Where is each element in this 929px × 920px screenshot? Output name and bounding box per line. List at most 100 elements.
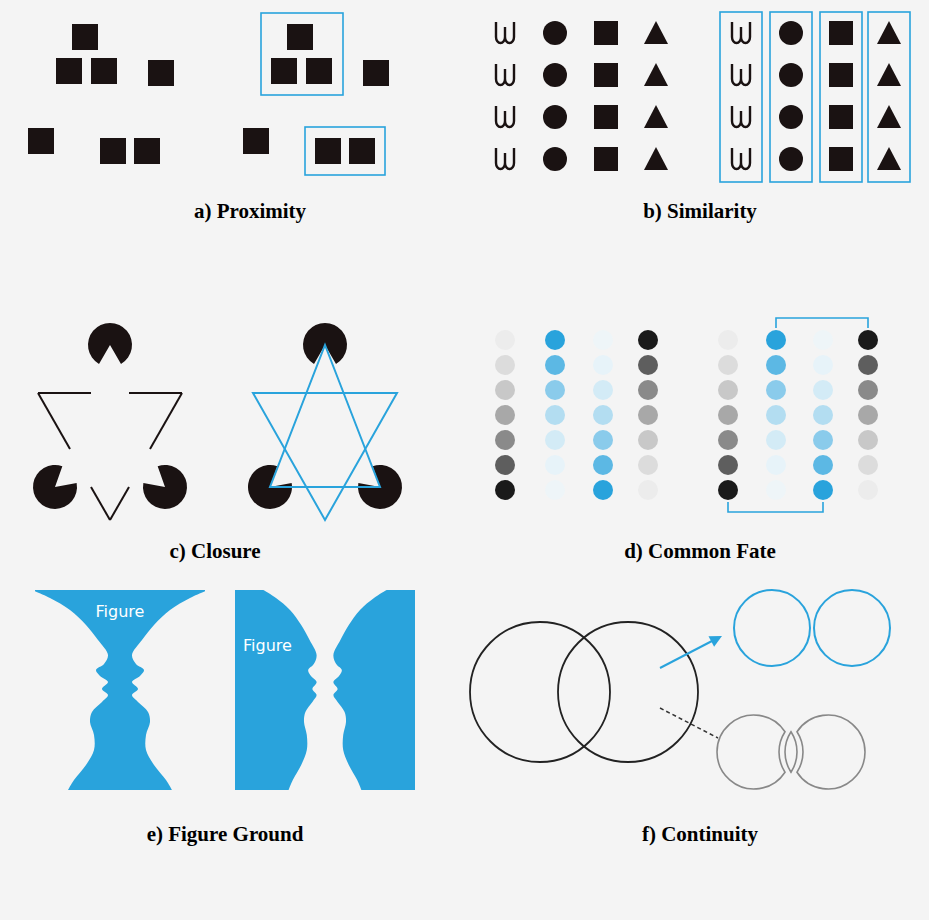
- faces-figure: Figure: [235, 590, 415, 790]
- fade-dot: [545, 330, 565, 350]
- triangle-symbol: [644, 147, 668, 170]
- fade-dot: [858, 405, 878, 425]
- separate-circle: [734, 590, 810, 666]
- fade-dot: [495, 455, 515, 475]
- kanizsa-figure: [248, 323, 402, 520]
- square-symbol: [829, 21, 853, 45]
- contour-line: [91, 487, 110, 520]
- fade-dot: [766, 330, 786, 350]
- fade-dot: [638, 480, 658, 500]
- dashed-leader: [660, 708, 718, 738]
- triangle-symbol: [877, 147, 901, 170]
- fade-dot: [495, 330, 515, 350]
- common-fate-dots: [495, 330, 878, 500]
- circle-symbol: [779, 105, 803, 129]
- fade-dot: [858, 430, 878, 450]
- separate-circle: [814, 590, 890, 666]
- triangle-symbol: [877, 63, 901, 86]
- square-dot: [271, 58, 297, 84]
- fade-dot: [638, 405, 658, 425]
- fade-dot: [718, 330, 738, 350]
- omega-symbol: [732, 148, 750, 169]
- fade-dot: [858, 480, 878, 500]
- continuity-figure: [470, 590, 890, 789]
- group-bracket: [776, 318, 868, 328]
- fade-dot: [593, 480, 613, 500]
- figure-fill: [35, 590, 205, 790]
- split-piece: [717, 715, 785, 789]
- square-dot: [100, 138, 126, 164]
- circle-symbol: [543, 147, 567, 171]
- fade-dot: [495, 405, 515, 425]
- figure-fill: [235, 590, 415, 790]
- kanizsa-figure: [33, 323, 187, 520]
- figure-label: Figure: [35, 602, 205, 621]
- fade-dot: [766, 430, 786, 450]
- fade-dot: [545, 480, 565, 500]
- omega-symbol: [732, 22, 750, 43]
- fade-dot: [813, 430, 833, 450]
- pacman-disc: [143, 465, 187, 509]
- fade-dot: [593, 355, 613, 375]
- fade-dot: [813, 405, 833, 425]
- fade-dot: [766, 355, 786, 375]
- square-symbol: [594, 63, 618, 87]
- pacman-disc: [88, 323, 132, 364]
- fade-dot: [593, 430, 613, 450]
- fade-dot: [495, 355, 515, 375]
- fade-dot: [718, 380, 738, 400]
- caption-slot: a) Proximity: [100, 199, 400, 224]
- fade-dot: [545, 355, 565, 375]
- square-dot: [243, 128, 269, 154]
- omega-symbol: [496, 22, 514, 43]
- fade-dot: [495, 380, 515, 400]
- fade-dot: [638, 430, 658, 450]
- fade-dot: [545, 380, 565, 400]
- fade-dot: [593, 330, 613, 350]
- split-piece: [797, 715, 865, 789]
- square-dot: [287, 24, 313, 50]
- square-dot: [306, 58, 332, 84]
- fade-dot: [766, 405, 786, 425]
- fade-dot: [545, 405, 565, 425]
- similarity-groups: [720, 12, 910, 182]
- fade-dot: [858, 355, 878, 375]
- group-frame: [820, 12, 862, 182]
- star-triangle: [253, 393, 397, 520]
- fade-dot: [813, 455, 833, 475]
- figure-shape: [235, 590, 415, 790]
- fade-dot: [718, 455, 738, 475]
- group-frame: [770, 12, 812, 182]
- pacman-disc: [33, 465, 77, 509]
- fade-dot: [718, 405, 738, 425]
- fade-dot: [718, 355, 738, 375]
- fade-dot: [593, 380, 613, 400]
- omega-symbol: [496, 148, 514, 169]
- contour-line: [150, 393, 182, 449]
- panel-caption: c) Closure: [169, 539, 260, 563]
- figure-label: Figure: [243, 636, 423, 655]
- overlap-circle: [558, 622, 698, 762]
- fade-dot: [495, 430, 515, 450]
- fade-dot: [545, 455, 565, 475]
- group-frame: [305, 127, 385, 175]
- square-dot: [363, 60, 389, 86]
- circle-symbol: [543, 63, 567, 87]
- fade-dot: [495, 480, 515, 500]
- panel-caption: f) Continuity: [642, 822, 758, 846]
- fade-dot: [593, 455, 613, 475]
- caption-slot: b) Similarity: [550, 199, 850, 224]
- triangle-symbol: [877, 105, 901, 128]
- fade-dot: [858, 330, 878, 350]
- square-dot: [134, 138, 160, 164]
- fade-dot: [858, 455, 878, 475]
- contour-line: [110, 487, 129, 520]
- group-frame: [868, 12, 910, 182]
- contour-line: [129, 392, 182, 394]
- fade-dot: [638, 380, 658, 400]
- square-symbol: [829, 105, 853, 129]
- circle-symbol: [543, 21, 567, 45]
- fade-dot: [638, 455, 658, 475]
- square-dot: [91, 58, 117, 84]
